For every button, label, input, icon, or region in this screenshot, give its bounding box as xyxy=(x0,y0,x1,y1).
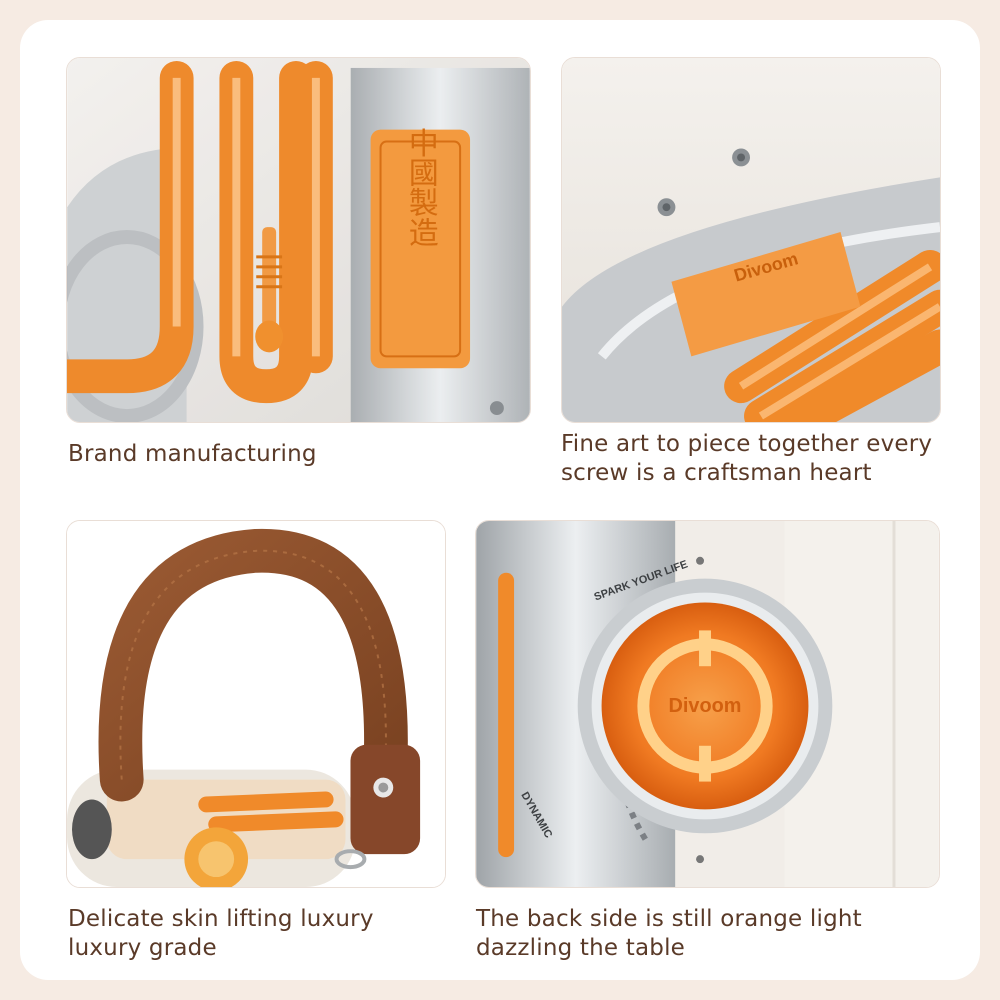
caption-orange-light: The back side is still orange light dazz… xyxy=(476,906,862,961)
plate-text: 中國製造 xyxy=(403,128,438,248)
caption-brand-manufacturing: Brand manufacturing xyxy=(68,441,317,467)
photo-tube-coil: 中國製造 xyxy=(66,57,531,423)
orange-light-ring-image: Divoom SPARK YOUR LIFE DYNAMIC xyxy=(476,521,939,887)
photo-orange-light: Divoom SPARK YOUR LIFE DYNAMIC xyxy=(475,520,940,888)
caption-craftsman-screws: Fine art to piece together every screw i… xyxy=(561,431,933,486)
leather-strap-image xyxy=(67,521,445,887)
photo-screws-tubes: Divoom xyxy=(561,57,941,423)
light-brand: Divoom xyxy=(669,695,742,717)
photo-leather-strap xyxy=(66,520,446,888)
screws-and-tubes-image: Divoom xyxy=(562,58,940,422)
orange-tube-coil-image: 中國製造 xyxy=(67,58,530,422)
caption-leather-luxury: Delicate skin lifting luxury luxury grad… xyxy=(68,906,374,961)
